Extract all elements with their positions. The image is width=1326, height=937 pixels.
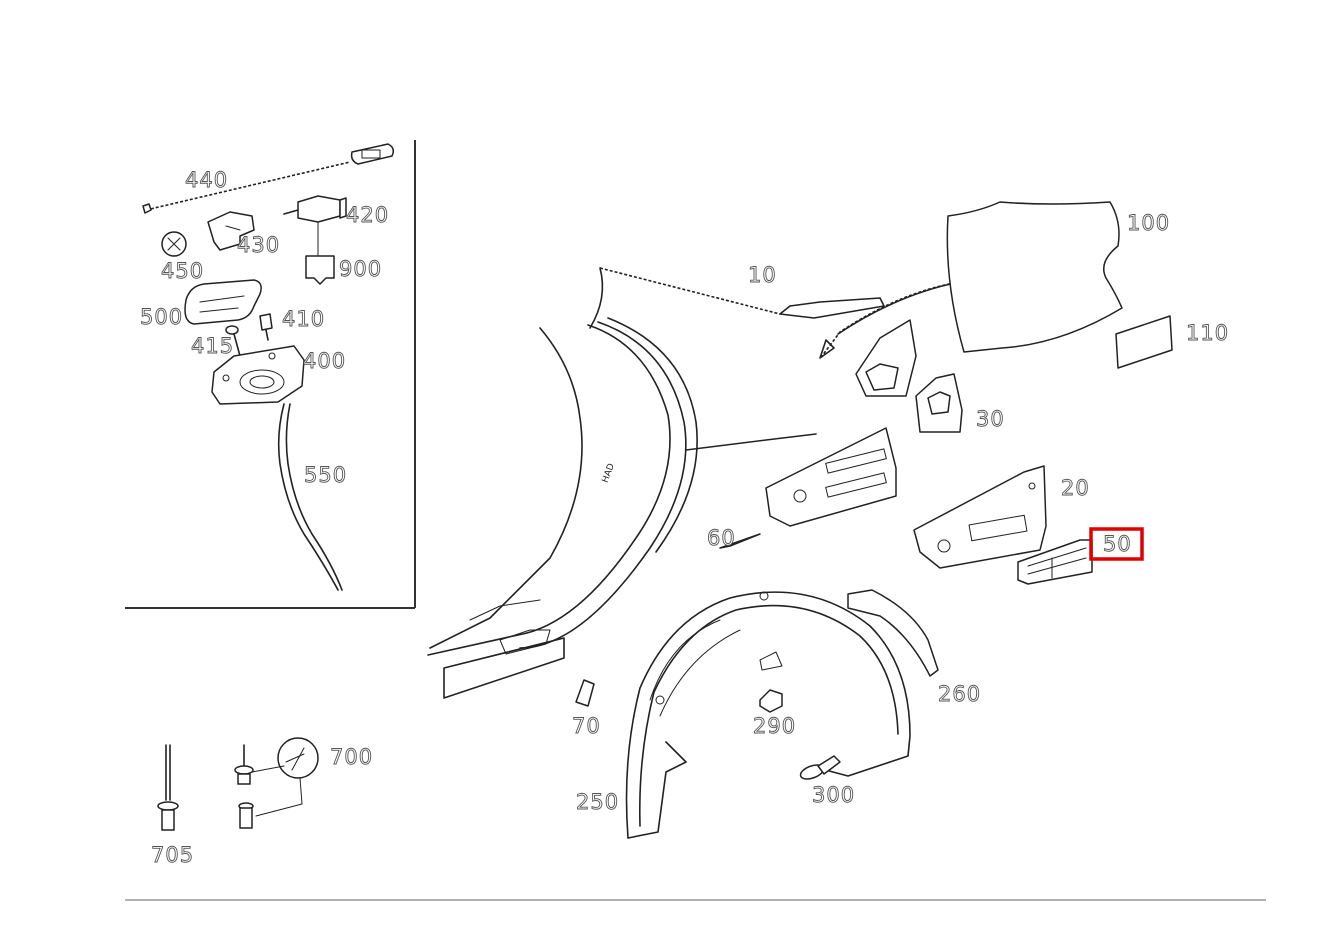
part-70-clip[interactable] — [575, 679, 595, 707]
label-30[interactable]: 30 — [976, 407, 1005, 432]
part-400-housing[interactable] — [211, 345, 305, 405]
svg-text:HAD: HAD — [601, 462, 617, 484]
part-290-clip[interactable] — [759, 689, 783, 713]
label-900[interactable]: 900 — [339, 257, 382, 282]
label-430[interactable]: 430 — [237, 233, 280, 258]
label-70[interactable]: 70 — [572, 714, 601, 739]
label-290[interactable]: 290 — [753, 714, 796, 739]
part-60-reinforcement[interactable] — [719, 427, 897, 549]
part-300-push-rivet[interactable] — [799, 755, 841, 782]
label-440[interactable]: 440 — [185, 168, 228, 193]
label-450[interactable]: 450 — [161, 259, 204, 284]
label-10[interactable]: 10 — [748, 263, 777, 288]
assembly-arrow — [819, 281, 961, 359]
part-430-bracket[interactable] — [207, 211, 255, 251]
part-20-inner-panel[interactable] — [913, 465, 1047, 569]
part-705-bolt[interactable] — [157, 744, 179, 831]
label-410[interactable]: 410 — [282, 307, 325, 332]
part-100-panel[interactable] — [946, 201, 1123, 353]
part-420-actuator[interactable] — [283, 195, 347, 256]
part-410-pin[interactable] — [259, 313, 273, 341]
label-400[interactable]: 400 — [303, 349, 346, 374]
part-415-screw[interactable] — [225, 325, 241, 357]
label-500[interactable]: 500 — [140, 305, 183, 330]
part-30-housing[interactable] — [855, 319, 963, 433]
label-300[interactable]: 300 — [812, 783, 855, 808]
part-110-sticker[interactable] — [1115, 315, 1173, 369]
label-260[interactable]: 260 — [938, 682, 981, 707]
part-260-flap[interactable] — [847, 589, 939, 677]
label-100[interactable]: 100 — [1127, 211, 1170, 236]
part-440-cable[interactable] — [142, 143, 395, 214]
label-420[interactable]: 420 — [346, 203, 389, 228]
part-700-fasteners[interactable] — [234, 737, 319, 829]
label-415[interactable]: 415 — [191, 334, 234, 359]
label-110[interactable]: 110 — [1186, 321, 1229, 346]
inset-frame — [125, 140, 416, 609]
part-50-vent-grille[interactable] — [1017, 539, 1093, 585]
highlight-box — [1089, 527, 1144, 561]
label-705[interactable]: 705 — [151, 843, 194, 868]
label-550[interactable]: 550 — [304, 463, 347, 488]
part-550-hose[interactable] — [277, 403, 343, 591]
part-10-side-panel[interactable]: HAD — [427, 267, 885, 699]
part-labels: 10 20 30 50 60 70 100 110 250 260 290 30… — [140, 168, 1229, 868]
part-450-cap[interactable] — [161, 231, 187, 257]
part-250-wheel-liner[interactable] — [625, 591, 911, 839]
label-20[interactable]: 20 — [1061, 476, 1090, 501]
label-60[interactable]: 60 — [707, 526, 736, 551]
part-500-flap[interactable] — [184, 279, 262, 325]
label-700[interactable]: 700 — [330, 745, 373, 770]
label-50[interactable]: 50 — [1103, 532, 1132, 557]
label-250[interactable]: 250 — [576, 790, 619, 815]
part-900-connector[interactable] — [305, 255, 335, 285]
